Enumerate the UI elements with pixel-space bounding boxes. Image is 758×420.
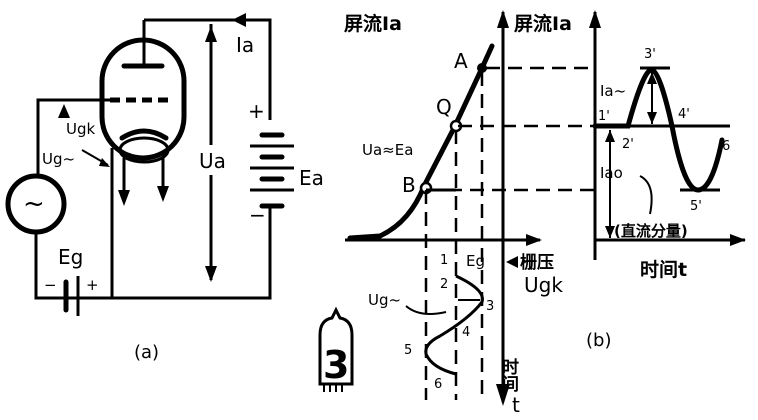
signal-ug-label: Ug~: [368, 291, 401, 309]
svg-text:6: 6: [722, 139, 730, 154]
svg-text:2: 2: [440, 277, 448, 292]
x-axis-label: Ugk: [524, 273, 563, 297]
battery-ea: + − Ea: [248, 99, 324, 227]
time-axis-label-cn: 时间: [498, 358, 518, 393]
svg-text:−: −: [44, 276, 57, 294]
arrow-up-icon: [205, 26, 217, 42]
output-x-axis-label: 时间t: [640, 259, 687, 281]
output-y-axis-label: 屏流Ia: [514, 12, 572, 35]
ac-source: [5, 173, 67, 235]
ug-signal-label: Ug~: [42, 150, 75, 168]
point-a: [477, 63, 487, 73]
svg-text:3: 3: [486, 299, 494, 314]
battery-ea-label: Ea: [299, 166, 324, 190]
ac-component-label: Ia~: [600, 82, 626, 100]
arrow-up-icon: [589, 10, 601, 28]
svg-text:2': 2': [622, 137, 634, 152]
dc-component-note: (直流分量): [614, 222, 688, 240]
svg-text:5: 5: [404, 343, 412, 358]
input-signal-wave: [424, 274, 484, 376]
output-current-wave: [592, 67, 725, 193]
sine-wave-icon: ~: [23, 189, 45, 219]
svg-text:+: +: [86, 276, 99, 294]
caption-b: (b): [586, 330, 611, 351]
svg-text:+: +: [248, 99, 265, 123]
svg-text:6: 6: [434, 377, 442, 392]
svg-text:3': 3': [644, 47, 656, 62]
grid-bias-label: Eg: [58, 245, 83, 269]
caption-a: (a): [134, 342, 159, 363]
arrow-down-icon: [205, 266, 217, 282]
svg-text:Q: Q: [436, 95, 452, 119]
arrow-down-icon: [496, 384, 510, 406]
circuit-a: Ia Ua + − Ea Ugk Ug~ ~: [5, 13, 324, 363]
tube-cathode: [119, 128, 169, 141]
anode-voltage-label: Ua: [199, 149, 226, 173]
arrow-up-icon: [497, 10, 509, 28]
arrow-down-icon: [157, 186, 169, 202]
svg-text:A: A: [454, 49, 468, 73]
curve-condition-label: Ua≈Ea: [362, 141, 413, 159]
output-waveform: 屏流Ia 时间t Ia~ Iao (直流分量) 1' 2' 3' 4' 5' 6: [514, 10, 746, 281]
svg-text:B: B: [402, 173, 416, 197]
svg-text:−: −: [249, 203, 266, 227]
arrow-right-icon: [526, 234, 542, 246]
svg-text:4: 4: [462, 325, 470, 340]
svg-text:1': 1': [598, 109, 610, 124]
anode-current-label: Ia: [236, 33, 254, 57]
arrow-down-icon: [118, 190, 130, 206]
badge-number: 3: [323, 343, 349, 387]
svg-text:1: 1: [440, 253, 448, 268]
time-axis-var: t: [512, 393, 520, 417]
x-axis-label-cn: 栅压: [520, 252, 554, 273]
ugk-label: Ugk: [66, 120, 96, 138]
arrow-right-icon: [730, 234, 746, 246]
transfer-y-axis-label: 屏流Ia: [344, 12, 402, 35]
dc-component-label: Iao: [600, 164, 623, 182]
arrow-up-icon: [58, 104, 70, 118]
svg-text:4': 4': [678, 107, 690, 122]
bias-eg-label: Eg: [466, 252, 485, 270]
tube-heater: [118, 136, 170, 164]
transfer-characteristic: 屏流Ia A Q B Ua≈Ea 1 2 3 4 5 6 Eg: [344, 10, 595, 417]
svg-text:5': 5': [690, 199, 702, 214]
transfer-curve: [347, 43, 495, 241]
current-arrow-icon: [232, 13, 246, 27]
badge-3: 3: [318, 306, 354, 392]
